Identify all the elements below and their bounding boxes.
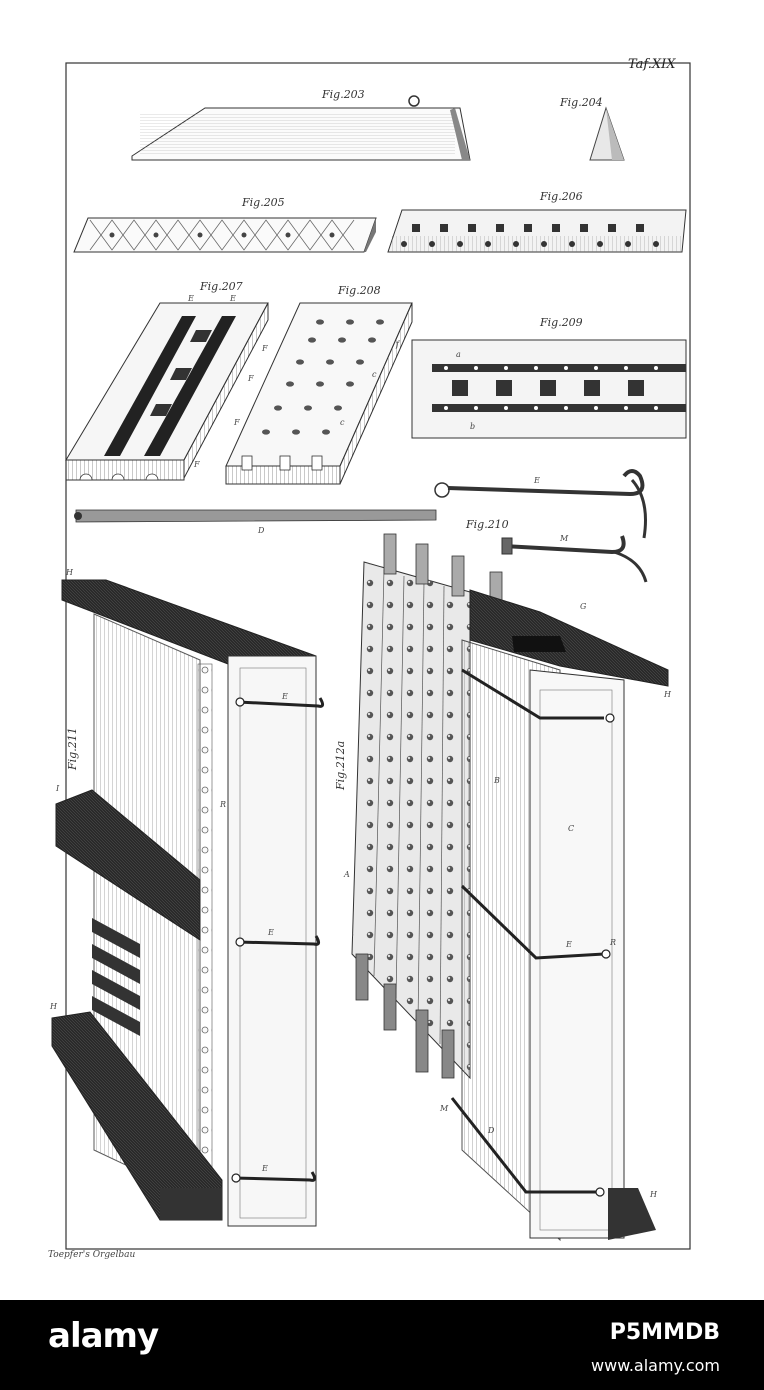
caption-fig-212a: Fig.212a	[334, 740, 347, 790]
label-f-207b: F	[248, 374, 254, 383]
label-r-212: R	[610, 938, 617, 947]
caption-fig-207: Fig.207	[200, 280, 243, 293]
label-e-207a: E	[188, 294, 194, 303]
caption-fig-203: Fig.203	[322, 88, 365, 101]
caption-fig-208: Fig.208	[338, 284, 381, 297]
fig-204-drawing	[589, 106, 625, 161]
label-d-rod: D	[258, 526, 265, 535]
label-h-211-top: H	[66, 568, 73, 577]
label-f-208: f	[396, 340, 399, 349]
caption-fig-209: Fig.209	[540, 316, 583, 329]
label-e-211b: E	[268, 928, 274, 937]
label-e-hook: E	[534, 476, 540, 485]
stock-banner: alamy P5MMDB www.alamy.com	[0, 1300, 764, 1390]
fig-211-drawing	[51, 579, 325, 1227]
fig-203-drawing	[131, 95, 471, 161]
label-c-208b: c	[340, 418, 345, 427]
caption-fig-210: Fig.210	[466, 518, 509, 531]
label-r-211: R	[220, 800, 227, 809]
plate-credit: Toepfer's Orgelbau	[48, 1250, 136, 1260]
label-e-207b: E	[230, 294, 236, 303]
label-i-211: I	[56, 784, 60, 793]
plate-number: Taf.XIX	[628, 57, 676, 72]
fig-205-drawing	[73, 217, 377, 253]
label-m-212: M	[440, 1104, 449, 1113]
label-f-207a: F	[262, 344, 268, 353]
fig-208-drawing	[225, 302, 413, 485]
plate-border	[65, 62, 691, 1250]
label-m-hook: M	[560, 534, 569, 543]
label-f-207d: F	[194, 460, 200, 469]
label-b-209: b	[470, 422, 476, 431]
label-f-207c: F	[234, 418, 240, 427]
label-a-209: a	[456, 350, 461, 359]
fig-212a-drawing	[351, 533, 669, 1242]
rod-d-drawing	[74, 509, 437, 523]
label-h-212-top: H	[664, 690, 671, 699]
label-h-212-bottom: H	[650, 1190, 657, 1199]
fig-207-drawing	[65, 302, 269, 481]
image-id: P5MMDB	[609, 1320, 720, 1345]
label-a-212: A	[344, 870, 350, 879]
caption-fig-204: Fig.204	[560, 96, 603, 109]
caption-fig-211: Fig.211	[66, 727, 79, 770]
label-c-208a: c	[372, 370, 377, 379]
label-e-212: E	[566, 940, 572, 949]
caption-fig-206: Fig.206	[540, 190, 583, 203]
label-h-211-bottom: H	[50, 1002, 57, 1011]
caption-fig-205: Fig.205	[242, 196, 285, 209]
label-c-212: C	[568, 824, 575, 833]
banner-url: www.alamy.com	[591, 1356, 720, 1375]
alamy-logo: alamy	[48, 1316, 159, 1356]
label-g-212: G	[580, 602, 587, 611]
plate-drawing	[51, 62, 691, 1250]
fig-206-drawing	[387, 209, 687, 253]
fig-209-drawing	[411, 339, 687, 439]
label-e-211c: E	[262, 1164, 268, 1173]
engraving-plate: Taf.XIX Toepfer's Orgelbau Fig.203 Fig.2…	[48, 57, 691, 1260]
label-d-212: D	[488, 1126, 495, 1135]
label-e-211a: E	[282, 692, 288, 701]
fig-210-drawing	[434, 469, 648, 583]
label-b-212: B	[494, 776, 500, 785]
